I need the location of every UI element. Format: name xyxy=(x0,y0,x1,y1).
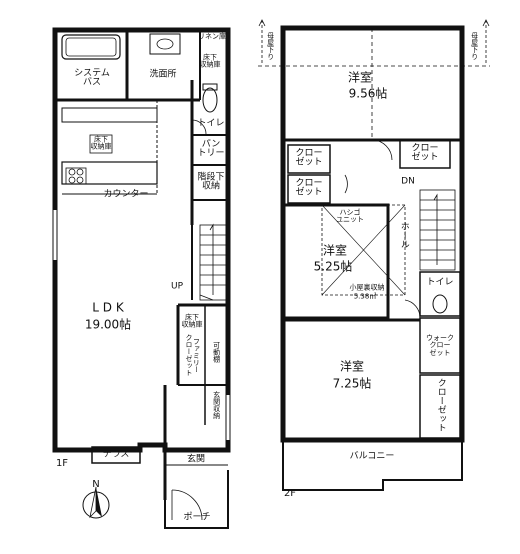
label-washroom: 洗面所 xyxy=(149,69,177,80)
stair-2f xyxy=(419,189,456,271)
label-terrace: テラス xyxy=(102,449,130,460)
floor1-outer-wall xyxy=(52,27,231,453)
closet-b xyxy=(287,174,331,204)
kitchen-counter-lower xyxy=(61,161,158,185)
label-dn: DN xyxy=(401,176,415,187)
label-attic: 小屋裏収納 xyxy=(349,283,385,292)
label-toilet-1f: トイレ xyxy=(197,118,225,129)
north-compass xyxy=(82,486,110,519)
label-pantry: パントリー xyxy=(197,139,225,159)
label-movable-shelf: 可動棚 xyxy=(212,341,221,363)
label-attic-size: 5.38㎡ xyxy=(353,292,377,301)
label-closet-a: クローゼット xyxy=(295,148,323,168)
label-room2-name: 洋室 xyxy=(322,243,348,258)
toilet-room-2f xyxy=(419,271,461,317)
label-eave-left: 母屋下り xyxy=(266,32,275,60)
terrace xyxy=(91,446,141,464)
floor1-plan xyxy=(52,27,231,529)
closet-a xyxy=(287,144,331,174)
label-closet-b: クローゼット xyxy=(295,178,323,198)
label-hatch: ハシゴユニット xyxy=(336,208,364,224)
label-toilet-2f: トイレ xyxy=(426,277,454,288)
toilet-fixture-2f xyxy=(432,294,448,314)
closet-d xyxy=(419,317,461,374)
label-floor2: 2F xyxy=(283,487,297,499)
label-underfloor-family: 床下収納庫 xyxy=(181,313,203,329)
label-north: N xyxy=(92,478,100,490)
label-underfloor-top: 床下収納庫 xyxy=(199,53,221,69)
label-room2-size: 5.25帖 xyxy=(313,259,353,274)
label-closet-d: ウォーククローゼット xyxy=(426,333,454,357)
kitchen-counter-upper xyxy=(61,107,158,123)
label-up: UP xyxy=(170,281,184,292)
label-under-stair-storage: 階段下収納 xyxy=(197,172,225,192)
closet-c xyxy=(399,139,451,169)
label-balcony: バルコニー xyxy=(349,451,395,462)
label-system-bath: システムバス xyxy=(74,68,110,88)
door-toilet-1f xyxy=(191,119,207,135)
label-closet-e: クローゼット xyxy=(435,378,446,432)
label-family-closet: ファミリークローゼット xyxy=(185,334,201,376)
label-ldk-name: L D K xyxy=(92,300,124,315)
label-room1-size: 9.56帖 xyxy=(348,86,388,101)
closet-e xyxy=(419,374,461,439)
label-porch: ポーチ xyxy=(183,512,211,523)
stair-1f xyxy=(199,223,227,301)
label-room3-size: 7.25帖 xyxy=(332,376,372,391)
label-room3-name: 洋室 xyxy=(339,359,365,374)
label-counter: カウンター xyxy=(103,189,149,200)
label-hall: ホール xyxy=(398,221,409,249)
label-underfloor-kitchen: 床下収納庫 xyxy=(90,135,112,151)
label-closet-c: クローゼット xyxy=(411,143,439,163)
label-room1-name: 洋室 xyxy=(347,70,373,85)
door-entrance xyxy=(171,489,203,521)
label-floor1: 1F xyxy=(55,457,69,469)
label-linen: リネン庫 xyxy=(198,32,226,41)
label-entrance: 玄関 xyxy=(186,454,206,465)
porch-outline xyxy=(164,470,229,529)
label-entry-storage: 玄関収納 xyxy=(212,391,221,419)
wash-sink xyxy=(149,33,181,55)
toilet-fixture-1f xyxy=(202,87,218,113)
bathtub xyxy=(61,34,121,60)
balcony xyxy=(282,440,463,491)
label-eave-right: 母屋下り xyxy=(470,32,479,60)
label-ldk-size: 19.00帖 xyxy=(84,317,132,332)
room2-wall xyxy=(283,203,390,320)
floor2-plan xyxy=(258,19,490,491)
